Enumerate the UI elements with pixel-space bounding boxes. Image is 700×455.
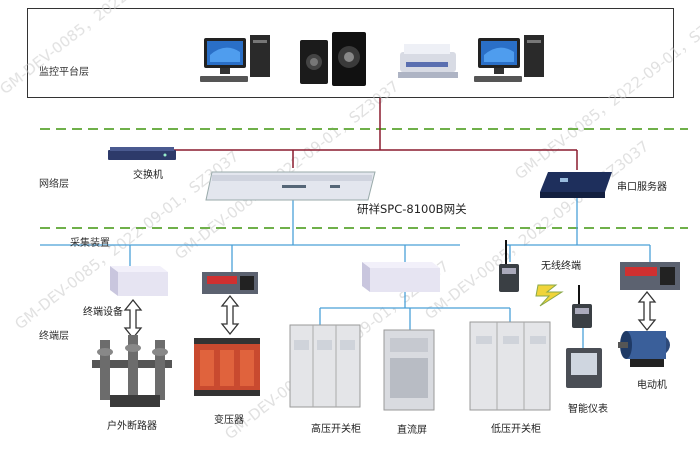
- terminal-device-label: 终端设备: [83, 307, 123, 318]
- switch-label: 交换机: [133, 170, 163, 181]
- acquisition-unit-icon: [362, 262, 440, 292]
- hv-switchgear-label: 高压开关柜: [311, 424, 361, 435]
- acquisition-meter-icon: [202, 272, 258, 294]
- lv-switchgear-icon: [469, 321, 551, 411]
- printer-icon: [398, 44, 458, 78]
- double-arrow-icon: [220, 294, 240, 336]
- dc-panel-label: 直流屏: [397, 425, 427, 436]
- layer-label-acquisition: 采集装置: [70, 238, 110, 249]
- motor-icon: [618, 331, 670, 367]
- serial-server-icon: [540, 172, 612, 198]
- double-arrow-icon: [637, 290, 657, 332]
- outdoor-breaker-icon: [92, 335, 172, 407]
- layer-label-network: 网络层: [39, 179, 69, 190]
- gateway-icon: [205, 171, 376, 201]
- wireless-terminal-icon: [499, 240, 519, 292]
- outdoor-breaker-label: 户外断路器: [107, 421, 157, 432]
- watermark-text: GM-DEV-0085，2022-09-01，SZ3037: [511, 0, 700, 183]
- serial-server-label: 串口服务器: [617, 182, 667, 193]
- transformer-icon: [194, 338, 260, 396]
- layer-label-monitor: 监控平台层: [39, 67, 89, 78]
- double-arrow-icon: [123, 298, 143, 340]
- motor-meter-icon: [620, 262, 680, 290]
- lv-switchgear-label: 低压开关柜: [491, 424, 541, 435]
- workstation-icon: [474, 35, 544, 82]
- smart-meter-icon: [566, 348, 602, 388]
- dc-panel-icon: [383, 329, 435, 411]
- terminal-device-icon: [110, 266, 168, 296]
- workstation-icon: [200, 35, 270, 82]
- wireless-terminal-icon: [572, 285, 592, 328]
- watermark-text: GM-DEV-0085，2022-09-01，SZ3037: [0, 0, 227, 98]
- wireless-terminal-label: 无线终端: [541, 261, 581, 272]
- monitor-platform-box: [27, 8, 674, 98]
- lightning-icon: [535, 284, 564, 307]
- smart-meter-label: 智能仪表: [568, 404, 608, 415]
- transformer-label: 变压器: [214, 415, 244, 426]
- gateway-label: 研祥SPC-8100B网关: [357, 202, 467, 216]
- switch-icon: [108, 147, 176, 160]
- server-icon: [300, 32, 366, 86]
- layer-label-terminal: 终端层: [39, 331, 69, 342]
- hv-switchgear-icon: [289, 324, 361, 408]
- motor-label: 电动机: [637, 380, 667, 391]
- branch-network: [40, 195, 651, 348]
